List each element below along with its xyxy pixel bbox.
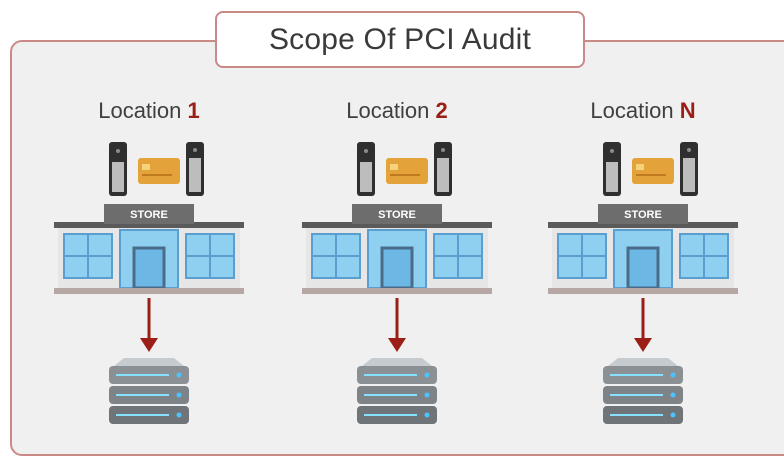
location-label: Location 2 [302,96,492,126]
pos-terminal-icon [109,142,127,196]
pos-terminals [302,140,492,200]
title-box: Scope Of PCI Audit [215,11,585,68]
location-label-text: Location [590,98,674,123]
pos-terminals [548,140,738,200]
location-number: 2 [435,98,448,123]
down-arrow-icon [302,296,492,356]
location-label-text: Location [98,98,182,123]
store-building: STORE [548,204,738,294]
pos-terminal-icon [603,142,621,196]
down-arrow-icon [54,296,244,356]
credit-card-icon [386,158,428,184]
credit-card-icon [138,158,180,184]
credit-card-icon [632,158,674,184]
location-label: Location N [548,96,738,126]
location-label: Location 1 [54,96,244,126]
location-number: 1 [187,98,200,123]
card-reader-icon [186,142,204,196]
store-sign: STORE [624,209,662,221]
down-arrow-icon [548,296,738,356]
server-icon [54,358,244,428]
location-column-2: Location 2 STORE [302,96,492,424]
store-building: STORE [54,204,244,294]
location-column-n: Location N STORE [548,96,738,424]
card-reader-icon [680,142,698,196]
store-sign: STORE [130,209,168,221]
server-icon [548,358,738,428]
pos-terminal-icon [357,142,375,196]
location-column-1: Location 1 STORE [54,96,244,424]
pos-terminals [54,140,244,200]
store-sign: STORE [378,209,416,221]
card-reader-icon [434,142,452,196]
location-label-text: Location [346,98,430,123]
location-number: N [679,98,696,123]
server-icon [302,358,492,428]
diagram-title: Scope Of PCI Audit [268,22,532,56]
store-building: STORE [302,204,492,294]
